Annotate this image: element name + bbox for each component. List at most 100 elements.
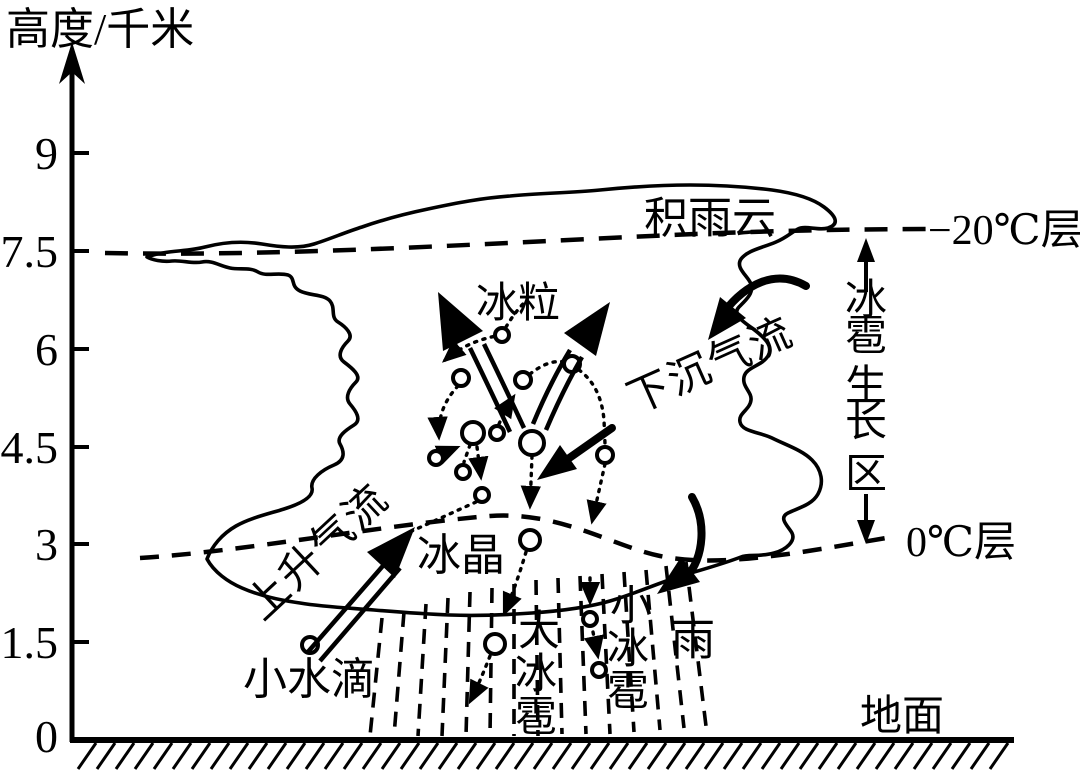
hail-growth-zone-label: 冰 雹 生 长 区 (845, 278, 887, 498)
ground-hatch-mark (133, 742, 155, 770)
ice-pellets-label: 冰粒 (476, 281, 560, 327)
ground-hatch-mark (874, 742, 896, 770)
svg-text:雹: 雹 (845, 314, 887, 360)
growth-zone-down-arrow (857, 494, 875, 544)
growth-zone-up-arrow (857, 238, 875, 292)
ground-hatch-mark (684, 742, 706, 770)
ice-particle-circle (473, 486, 491, 504)
small-droplet-circle (300, 635, 320, 655)
ground-hatch-mark (893, 742, 915, 770)
ground-hatch-mark (418, 742, 440, 770)
large-hail-circle (483, 632, 507, 656)
ice-particle-circle (493, 326, 511, 344)
rain-streak (600, 573, 612, 735)
rain-streak (684, 561, 708, 727)
ground-hatch-mark (247, 742, 269, 770)
ground-hatch-mark (551, 742, 573, 770)
particle-path (462, 443, 472, 464)
ground-hatch-mark (779, 742, 801, 770)
ground-hatch-mark (399, 742, 421, 770)
rain-streak (440, 597, 450, 737)
ice-particle-circle (513, 370, 533, 390)
ground-hatch-mark (532, 742, 554, 770)
ground-hatch-mark (323, 742, 345, 770)
ground-hatch-mark (665, 742, 687, 770)
tick-label-6: 6 (35, 324, 58, 375)
ice-particle-circle (460, 420, 486, 446)
particle-path (410, 500, 478, 533)
svg-text:雹: 雹 (515, 695, 557, 741)
ice-pellet-arrow-left (438, 292, 527, 433)
ground-hatch-mark (285, 742, 307, 770)
ground-hatch-mark (513, 742, 535, 770)
ground-hatch-mark (304, 742, 326, 770)
svg-text:生: 生 (845, 364, 887, 410)
flow-arrows (305, 238, 875, 663)
zero-layer-label: 0℃层 (906, 520, 1016, 566)
tick-label-1-5: 1.5 (1, 617, 59, 668)
axis-title: 高度/千米 (6, 5, 194, 54)
ground-hatch-mark (589, 742, 611, 770)
small-hail-label: 小 冰 雹 (607, 584, 652, 715)
downdraft-label: 下沉气流 (621, 309, 801, 423)
ice-particle-circle (454, 463, 472, 481)
rain-streak (556, 577, 564, 735)
svg-text:冰: 冰 (607, 627, 649, 673)
particle-path (502, 550, 528, 617)
rain-streak (368, 617, 384, 737)
axis-arrowhead (59, 42, 85, 84)
downdraft-curl-arrow (657, 493, 706, 594)
ice-particle-circle (427, 449, 445, 467)
ground-hatch-mark (152, 742, 174, 770)
ice-particle-circle (595, 445, 615, 465)
downdraft-straight-arrow (537, 424, 616, 480)
updraft-arrow (305, 527, 415, 663)
svg-text:小: 小 (610, 584, 652, 630)
ground-hatch-mark (266, 742, 288, 770)
ground: 地面 (70, 694, 1014, 770)
particle-path (583, 630, 604, 660)
particle-path (520, 454, 542, 510)
rain-streak (534, 579, 540, 737)
ground-hatch-mark (608, 742, 630, 770)
particle-path (427, 384, 460, 441)
ground-hatch-mark (931, 742, 953, 770)
minus20-isotherm-line (104, 226, 929, 256)
ground-hatch-mark (95, 742, 117, 770)
svg-text:冰: 冰 (515, 652, 557, 698)
ground-hatch-mark (855, 742, 877, 770)
ground-hatch-mark (475, 742, 497, 770)
tick-label-3: 3 (35, 519, 58, 570)
ground-hatch-mark (741, 742, 763, 770)
svg-text:区: 区 (845, 452, 887, 498)
ground-hatch-mark (646, 742, 668, 770)
ground-hatch-mark (912, 742, 934, 770)
ground-label: 地面 (860, 694, 944, 740)
rain-label: 雨 (671, 616, 715, 665)
ground-hatch-mark (627, 742, 649, 770)
ground-hatch-mark (798, 742, 820, 770)
tick-label-4-5: 4.5 (1, 422, 59, 473)
rain-streak (416, 603, 428, 737)
rain-streak (488, 587, 494, 737)
ground-hatch-mark (760, 742, 782, 770)
small-hail-circle (581, 610, 599, 628)
svg-text:长: 长 (845, 400, 887, 446)
ground-hatch-mark (494, 742, 516, 770)
ground-hatch (76, 742, 1010, 770)
small-droplet-label: 小水滴 (243, 655, 375, 704)
ice-pellet-arrow-right (530, 302, 610, 431)
svg-text:大: 大 (518, 609, 560, 655)
ground-hatch-mark (361, 742, 383, 770)
ground-hatch-mark (228, 742, 250, 770)
ice-particle-circle (488, 424, 506, 442)
rain-streak (622, 571, 636, 733)
tick-label-7-5: 7.5 (1, 226, 59, 277)
ground-hatch-mark (209, 742, 231, 770)
cloud-label: 积雨云 (644, 194, 776, 243)
small-hail-circle (590, 661, 608, 679)
rain-streak (392, 611, 406, 737)
ground-hatch-mark (950, 742, 972, 770)
